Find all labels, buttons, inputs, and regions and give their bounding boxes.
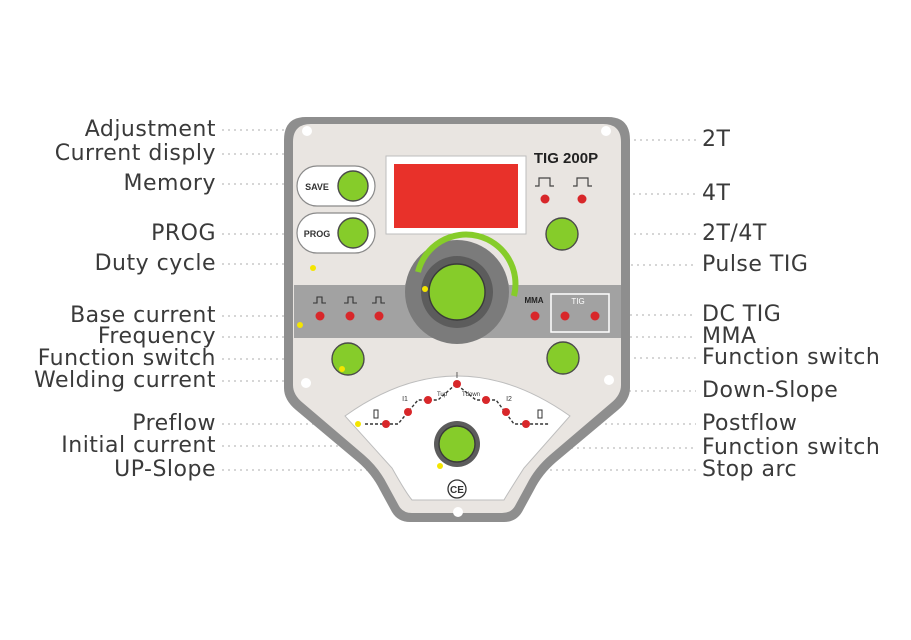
led-dc-tig [560, 311, 570, 321]
led-mma [530, 311, 540, 321]
function-switch-right-knob[interactable] [546, 341, 580, 375]
callout-memory: Memory [123, 171, 216, 196]
prog-knob[interactable] [337, 217, 369, 249]
callout-function-switch-right: Function switch [702, 345, 881, 370]
callout-mode-4t: 4T [702, 181, 731, 206]
callout-mode-2t: 2T [702, 127, 731, 152]
ce-mark: CE [450, 485, 464, 496]
ce-mark-ring [447, 479, 467, 499]
save-knob[interactable] [337, 170, 369, 202]
callout-mode-2t4t: 2T/4T [702, 221, 767, 246]
function-switch-left-knob[interactable] [331, 342, 365, 376]
callout-function-switch-left: Function switch [37, 346, 216, 371]
stop-arc-led [437, 463, 443, 469]
callout-pulse-tig: Pulse TIG [702, 252, 809, 277]
pulse-param-symbols [313, 296, 385, 304]
callout-dc-tig: DC TIG [702, 302, 782, 327]
mode-2t4t-knob[interactable] [545, 217, 579, 251]
callout-initial-current: Initial current [61, 433, 216, 458]
callout-preflow: Preflow [132, 411, 216, 436]
duty-cycle-led [310, 265, 316, 271]
process-label-tup: Tup [437, 392, 448, 398]
led-2t [540, 194, 550, 204]
tig-selector-frame [550, 293, 610, 333]
callout-mma: MMA [702, 324, 757, 349]
process-label-i2: I2 [506, 396, 512, 403]
callout-base-current: Base current [70, 303, 216, 328]
symbol-2t [535, 177, 554, 187]
led-yellow-left [297, 322, 303, 328]
callout-current-display: Current disply [54, 141, 216, 166]
callout-up-slope: UP-Slope [114, 457, 216, 482]
led-pulse-tig [590, 311, 600, 321]
callout-adjustment: Adjustment [84, 117, 216, 142]
callout-postflow: Postflow [702, 411, 798, 436]
callout-frequency: Frequency [97, 324, 216, 349]
gas-symbol-right [537, 409, 543, 419]
adjustment-knob[interactable] [428, 263, 486, 321]
save-button-label: SAVE [305, 182, 329, 192]
symbol-4t [573, 177, 592, 187]
process-label-i1: I1 [402, 396, 408, 403]
callout-function-switch-bottom: Function switch [702, 435, 881, 460]
mma-label: MMA [524, 296, 543, 305]
process-label-i: I [456, 371, 458, 380]
led-frequency [345, 311, 355, 321]
welding-current-led [339, 366, 345, 372]
process-leds [382, 380, 530, 428]
adjustment-led [422, 286, 428, 292]
callout-prog: PROG [151, 221, 216, 246]
led-base-current [315, 311, 325, 321]
process-label-tdown: Tdown [462, 392, 480, 398]
preflow-led [355, 421, 361, 427]
adjustment-scale-arc [415, 231, 519, 297]
callout-duty-cycle: Duty cycle [94, 251, 216, 276]
function-switch-bottom-knob-cap[interactable] [438, 425, 476, 463]
led-4t [577, 194, 587, 204]
tig-label: TIG [571, 297, 584, 306]
led-pulse-ratio [374, 311, 384, 321]
screw-holes [301, 126, 614, 517]
callout-down-slope: Down-Slope [702, 378, 839, 403]
prog-button-label: PROG [304, 229, 331, 239]
model-name: TIG 200P [534, 150, 598, 167]
callout-welding-current: Welding current [34, 368, 216, 393]
callout-stop-arc: Stop arc [702, 457, 798, 482]
gas-symbol-left [373, 409, 379, 419]
current-display [394, 164, 518, 228]
